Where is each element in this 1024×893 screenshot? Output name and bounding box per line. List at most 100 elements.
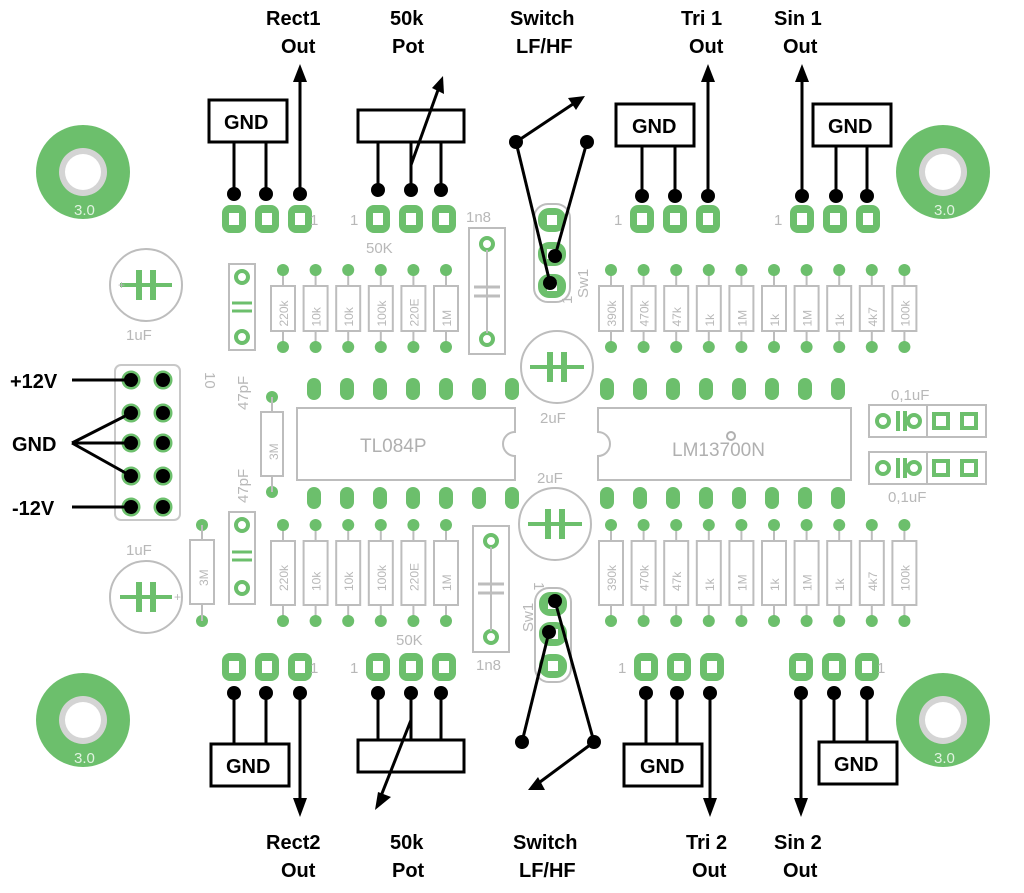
header-pin-label: 1 <box>618 660 626 677</box>
label-switch-top-line1: Switch <box>510 8 574 30</box>
resistor: 220E <box>400 519 427 627</box>
resistor-label: 220k <box>277 564 291 591</box>
ic-tl084p: TL084P <box>296 407 516 481</box>
capacitor-label: 1uF <box>126 542 152 559</box>
resistor: 100k <box>367 264 394 353</box>
wiring-sin2: GND Sin 2 Out <box>774 686 899 882</box>
label-switch-bottom-line1: Switch <box>513 832 577 854</box>
header-pin-label: 1 <box>774 212 782 229</box>
capacitor-2uf-bottom: 2uF <box>518 470 592 561</box>
header-pin-label: 1 <box>350 660 358 677</box>
gnd-box-label: GND <box>224 112 268 134</box>
header-sin2: 1 <box>789 653 885 681</box>
header-pin-label: 1 <box>877 660 885 677</box>
capacitor-47pf-bottom: 47pF <box>228 469 256 605</box>
resistor: 1M <box>433 519 459 627</box>
ic-label-left: TL084P <box>360 436 427 457</box>
label-switch-bottom-line2: LF/HF <box>519 860 576 882</box>
resistor-label: 4k7 <box>866 307 880 327</box>
header-sin1: 1 <box>774 205 880 233</box>
resistor-label: 1M <box>735 574 749 591</box>
resistor-label: 1M <box>735 310 749 327</box>
resistor: 1k <box>695 264 722 353</box>
resistor-label: 100k <box>898 299 912 326</box>
pot-footprint-label: 50K <box>396 632 423 649</box>
mounting-hole-label: 3.0 <box>74 750 95 767</box>
label-sin2-line2: Out <box>783 860 818 882</box>
resistor-label: 1k <box>833 577 847 591</box>
resistor-label: 47k <box>670 306 684 326</box>
label-sin1-line2: Out <box>783 36 818 58</box>
capacitor-1n8-bottom: 1n8 <box>472 525 510 674</box>
wiring-switch-bottom: Switch LF/HF <box>513 594 601 882</box>
resistor: 10k <box>302 264 329 353</box>
resistor-label: 3M <box>267 443 281 460</box>
ic-pads <box>307 378 845 509</box>
header-rect2: 1 <box>222 653 318 681</box>
pot-footprint-label: 50K <box>366 240 393 257</box>
resistor-label: 100k <box>898 564 912 591</box>
gnd-box-label: GND <box>640 756 684 778</box>
resistor: 1M <box>793 519 820 627</box>
svg-text:+: + <box>174 590 181 604</box>
wiring-pot-top: 50k Pot <box>356 8 466 197</box>
header-pin-label: 1 <box>310 660 318 677</box>
capacitor-47pf-top: 47pF <box>228 263 256 410</box>
resistor-label: 10k <box>342 571 356 591</box>
resistor-label: 390k <box>605 564 619 591</box>
resistor-label: 3M <box>197 569 211 586</box>
resistor: 100k <box>891 519 918 627</box>
label-sin2-line1: Sin 2 <box>774 832 822 854</box>
wiring-rect1: GND Rect1 Out <box>207 8 320 201</box>
gnd-box-label: GND <box>834 754 878 776</box>
header-pin-label: 1 <box>614 212 622 229</box>
resistor-label: 100k <box>375 299 389 326</box>
gnd-box-label: GND <box>828 116 872 138</box>
resistor-label: 220E <box>407 563 421 591</box>
mounting-hole-label: 3.0 <box>74 202 95 219</box>
capacitor-label: 2uF <box>540 410 566 427</box>
resistor-label: 1M <box>801 574 815 591</box>
resistor-label: 1k <box>703 577 717 591</box>
capacitor-label: 2uF <box>537 470 563 487</box>
resistor: 1M <box>793 264 820 353</box>
capacitor-label: 1uF <box>126 327 152 344</box>
resistor-label: 1M <box>440 574 454 591</box>
label-pot-top-line1: 50k <box>390 8 424 30</box>
mounting-hole-top-left: 3.0 <box>36 125 130 219</box>
resistor: 10k <box>335 264 362 353</box>
resistor-label: 10k <box>310 571 324 591</box>
wiring-rect2: GND Rect2 Out <box>209 686 320 882</box>
header-pin-label: 1 <box>350 212 358 229</box>
label-sin1-line1: Sin 1 <box>774 8 822 30</box>
wiring-switch-top: Switch LF/HF <box>509 8 594 290</box>
ic-label-right: LM13700N <box>672 440 765 461</box>
gnd-box-label: GND <box>226 756 270 778</box>
resistor-label: 1M <box>440 310 454 327</box>
label-pot-top-line2: Pot <box>392 36 425 58</box>
resistor: 47k <box>663 264 690 353</box>
resistor: 390k <box>598 264 624 353</box>
resistor: 1M <box>728 264 755 353</box>
mounting-hole-bottom-left: 3.0 <box>36 673 130 767</box>
capacitor-0-1uf-top: 0,1uF <box>868 387 987 438</box>
resistor-label: 47k <box>670 571 684 591</box>
ic-lm13700n: LM13700N <box>597 407 852 481</box>
label-gnd-power: GND <box>12 434 56 456</box>
mounting-hole-top-right: 3.0 <box>896 125 990 219</box>
resistor: 1k <box>826 264 853 353</box>
capacitor-0-1uf-bottom: 0,1uF <box>868 451 987 506</box>
label-rect2-line2: Out <box>281 860 316 882</box>
resistor: 4k7 <box>858 519 885 627</box>
header-tri2: 1 <box>618 653 724 681</box>
resistor: 47k <box>663 519 690 627</box>
resistor-label: 470k <box>638 299 652 326</box>
capacitor-1n8-top: 1n8 <box>466 209 506 355</box>
wiring-tri2: GND Tri 2 Out <box>622 686 727 882</box>
mounting-hole-label: 3.0 <box>934 202 955 219</box>
